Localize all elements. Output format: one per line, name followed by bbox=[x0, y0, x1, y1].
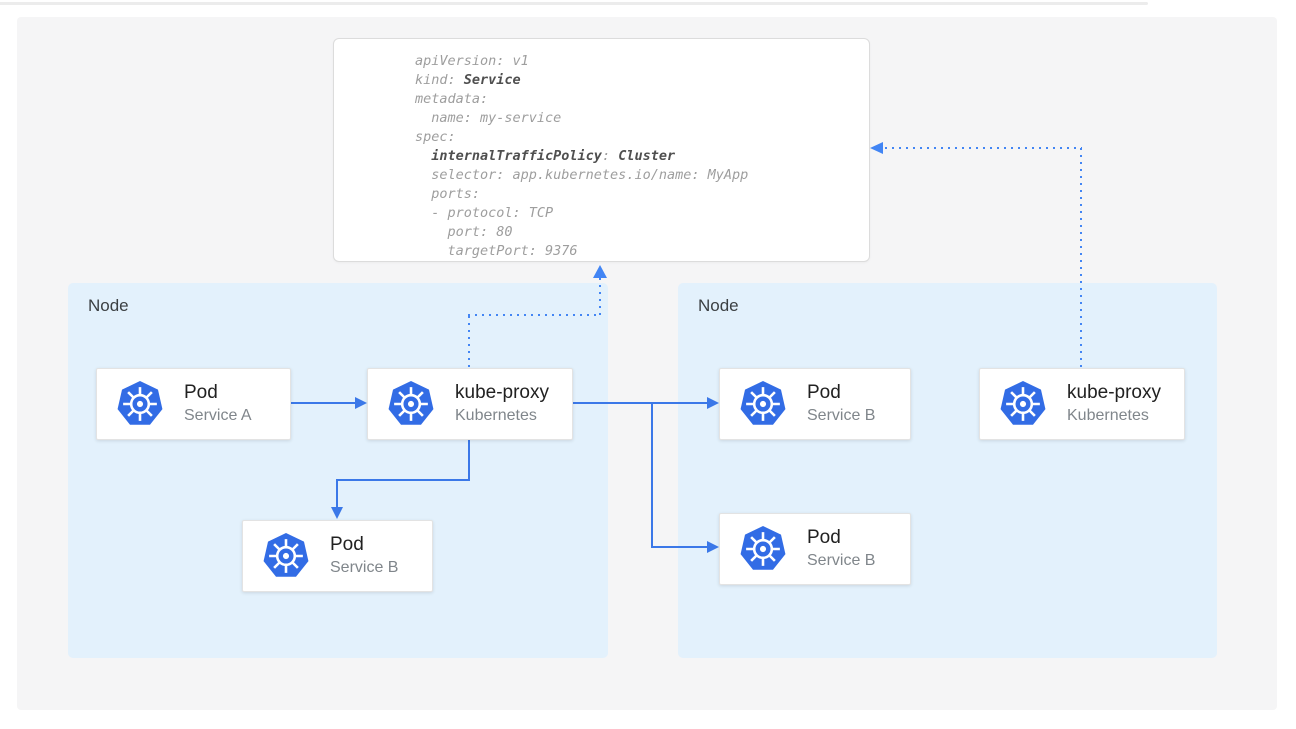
kubernetes-icon bbox=[117, 381, 163, 425]
arrowhead-right-icon bbox=[355, 397, 367, 409]
card-pod-service-b-left: Pod Service B bbox=[242, 520, 433, 592]
arrowhead-up-icon bbox=[593, 265, 607, 278]
arrow-segment bbox=[651, 402, 653, 548]
card-subtitle: Kubernetes bbox=[455, 407, 537, 424]
card-subtitle: Kubernetes bbox=[1067, 407, 1149, 424]
arrowhead-right-icon bbox=[707, 397, 719, 409]
card-kube-proxy-left: kube-proxy Kubernetes bbox=[367, 368, 573, 440]
arrowhead-right-icon bbox=[707, 541, 719, 553]
card-title: Pod bbox=[184, 382, 218, 403]
card-title: Pod bbox=[330, 534, 364, 555]
arrow-segment bbox=[651, 546, 707, 548]
arrowhead-left-icon bbox=[870, 142, 883, 154]
yaml-line: internalTrafficPolicy: Cluster bbox=[431, 148, 676, 164]
yaml-line: targetPort: 9376 bbox=[447, 243, 578, 259]
card-pod-service-b-right-top: Pod Service B bbox=[719, 368, 911, 440]
yaml-line: name: my-service bbox=[431, 110, 562, 126]
card-title: Pod bbox=[807, 527, 841, 548]
yaml-line: - protocol: TCP bbox=[431, 205, 554, 221]
node-label-left: Node bbox=[88, 296, 129, 315]
yaml-line: kind: Service bbox=[415, 72, 521, 88]
card-title: Pod bbox=[807, 382, 841, 403]
yaml-line: spec: bbox=[415, 129, 456, 145]
card-subtitle: Service B bbox=[330, 559, 399, 576]
dotted-segment bbox=[1080, 148, 1082, 368]
service-yaml-box: apiVersion: v1 kind: Service metadata: name… bbox=[333, 38, 870, 262]
node-box-right: Node bbox=[678, 283, 1217, 658]
yaml-line: port: 80 bbox=[447, 224, 513, 240]
arrow-segment bbox=[468, 440, 470, 481]
card-title: kube-proxy bbox=[455, 382, 549, 403]
card-kube-proxy-right: kube-proxy Kubernetes bbox=[979, 368, 1185, 440]
kubernetes-icon bbox=[1000, 381, 1046, 425]
kubernetes-icon bbox=[740, 526, 786, 570]
dotted-segment bbox=[599, 278, 601, 316]
node-box-left: Node bbox=[68, 283, 608, 658]
card-pod-service-b-right-bottom: Pod Service B bbox=[719, 513, 911, 585]
arrow-segment bbox=[291, 402, 356, 404]
yaml-line: ports: bbox=[431, 186, 481, 202]
card-subtitle: Service B bbox=[807, 552, 876, 569]
kubernetes-icon bbox=[388, 381, 434, 425]
yaml-line: metadata: bbox=[415, 91, 489, 107]
yaml-line: apiVersion: v1 bbox=[415, 53, 529, 69]
kubernetes-icon bbox=[740, 381, 786, 425]
card-pod-service-a: Pod Service A bbox=[96, 368, 291, 440]
dotted-segment bbox=[468, 316, 470, 368]
arrow-segment bbox=[573, 402, 707, 404]
arrowhead-down-icon bbox=[331, 507, 343, 519]
card-title: kube-proxy bbox=[1067, 382, 1161, 403]
kubernetes-icon bbox=[263, 533, 309, 577]
arrow-segment bbox=[336, 479, 338, 508]
node-label-right: Node bbox=[698, 296, 739, 315]
arrow-segment bbox=[336, 479, 470, 481]
card-subtitle: Service A bbox=[184, 407, 252, 424]
dotted-segment bbox=[468, 314, 601, 316]
yaml-line: selector: app.kubernetes.io/name: MyApp bbox=[431, 167, 749, 183]
top-divider-line bbox=[0, 2, 1148, 5]
yaml-code: apiVersion: v1 kind: Service metadata: name… bbox=[415, 52, 859, 261]
dotted-segment bbox=[885, 147, 1082, 149]
card-subtitle: Service B bbox=[807, 407, 876, 424]
